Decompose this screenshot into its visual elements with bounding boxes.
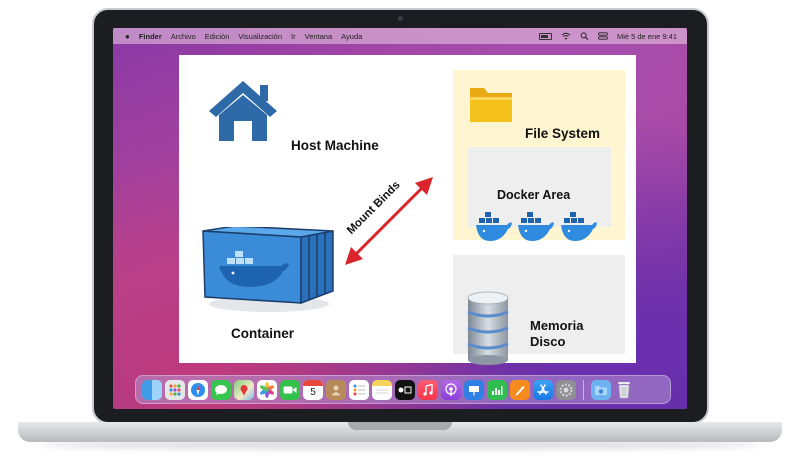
mount-binds-arrow bbox=[345, 177, 433, 265]
docker-whale-icon bbox=[518, 212, 554, 241]
photos-icon[interactable] bbox=[257, 379, 277, 400]
apple-menu-icon[interactable]: ● bbox=[125, 31, 130, 41]
laptop-base bbox=[18, 422, 782, 442]
container-icon bbox=[202, 227, 334, 312]
safari-icon[interactable] bbox=[188, 379, 208, 400]
system-preferences-icon[interactable] bbox=[556, 379, 576, 400]
menu-ventana[interactable]: Ventana bbox=[304, 31, 333, 41]
dock-separator bbox=[583, 379, 584, 400]
menu-datetime[interactable]: Mié 5 de ene 9:41 bbox=[616, 31, 677, 41]
finder-icon[interactable] bbox=[142, 379, 162, 400]
menu-archivo[interactable]: Archivo bbox=[170, 31, 196, 41]
disk-label: Disco bbox=[530, 334, 566, 349]
menu-visualizacion[interactable]: Visualización bbox=[238, 31, 283, 41]
database-icon bbox=[467, 291, 509, 365]
reminders-icon[interactable] bbox=[349, 379, 369, 400]
docker-area-box bbox=[468, 147, 611, 227]
wifi-icon[interactable] bbox=[561, 32, 571, 40]
laptop-notch bbox=[348, 422, 452, 430]
calendar-icon[interactable]: 5 bbox=[303, 379, 323, 400]
laptop-shadow bbox=[40, 440, 760, 450]
docker-whale-icon bbox=[561, 212, 597, 241]
maps-icon[interactable] bbox=[234, 379, 254, 400]
control-center-icon[interactable] bbox=[598, 32, 608, 40]
docker-whale-icon bbox=[476, 212, 512, 241]
folder-icon bbox=[470, 88, 512, 122]
diagram-panel: Host Machine Container bbox=[179, 55, 636, 365]
search-icon[interactable] bbox=[580, 32, 589, 40]
memory-label: Memoria bbox=[530, 318, 584, 333]
contacts-icon[interactable] bbox=[326, 379, 346, 400]
menu-ayuda[interactable]: Ayuda bbox=[341, 31, 363, 41]
numbers-icon[interactable] bbox=[487, 379, 507, 400]
trash-icon[interactable] bbox=[614, 380, 634, 400]
menu-ir[interactable]: Ir bbox=[291, 31, 296, 41]
pages-icon[interactable] bbox=[510, 379, 530, 400]
music-icon[interactable] bbox=[418, 379, 438, 400]
podcasts-icon[interactable] bbox=[441, 379, 461, 400]
facetime-icon[interactable] bbox=[280, 379, 300, 400]
notes-icon[interactable] bbox=[372, 379, 392, 400]
camera-icon bbox=[398, 16, 403, 21]
keynote-icon[interactable] bbox=[464, 379, 484, 400]
launchpad-icon[interactable] bbox=[165, 379, 185, 400]
menu-bar: ● Finder Archivo Edición Visualización I… bbox=[113, 28, 687, 44]
downloads-folder-icon[interactable] bbox=[591, 379, 611, 400]
calendar-day: 5 bbox=[310, 387, 316, 398]
battery-icon[interactable] bbox=[538, 32, 552, 40]
menu-app-finder[interactable]: Finder bbox=[138, 31, 162, 41]
file-system-label: File System bbox=[525, 126, 601, 141]
calendar-header bbox=[303, 380, 323, 386]
docker-area-label: Docker Area bbox=[497, 188, 571, 202]
app-store-icon[interactable] bbox=[533, 379, 553, 400]
container-label: Container bbox=[231, 326, 295, 341]
menu-edicion[interactable]: Edición bbox=[204, 31, 230, 41]
host-machine-label: Host Machine bbox=[291, 138, 379, 153]
screen: ● Finder Archivo Edición Visualización I… bbox=[113, 28, 687, 409]
dock: 5 bbox=[135, 375, 671, 404]
apple-tv-icon[interactable] bbox=[395, 379, 415, 400]
house-icon bbox=[209, 81, 277, 141]
messages-icon[interactable] bbox=[211, 379, 231, 400]
